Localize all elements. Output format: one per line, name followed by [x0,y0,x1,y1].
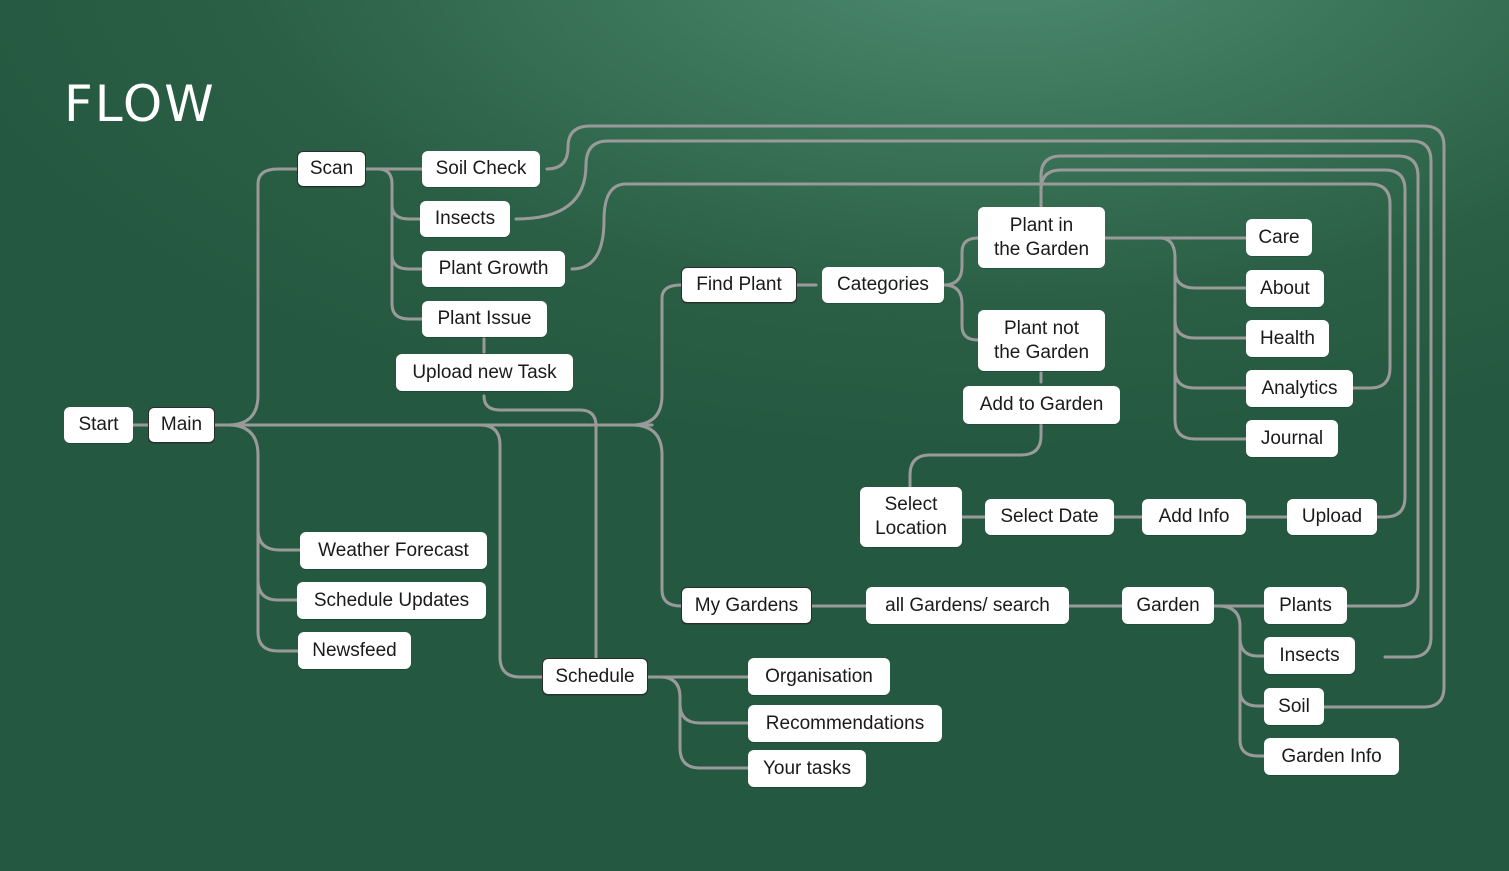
node-care[interactable]: Care [1246,219,1312,256]
node-schedule[interactable]: Schedule [542,658,648,695]
node-my-gardens[interactable]: My Gardens [681,587,812,624]
node-scan-insects[interactable]: Insects [420,201,510,237]
node-soil[interactable]: Soil [1264,688,1324,725]
node-select-date[interactable]: Select Date [985,499,1114,535]
node-analytics[interactable]: Analytics [1246,370,1353,407]
node-garden-insects[interactable]: Insects [1264,637,1355,674]
node-recommendations[interactable]: Recommendations [748,705,942,742]
node-add-to-garden[interactable]: Add to Garden [963,386,1120,424]
node-newsfeed[interactable]: Newsfeed [298,632,411,669]
node-start[interactable]: Start [64,407,133,443]
node-plant-not-garden[interactable]: Plant not the Garden [978,310,1105,371]
node-add-info[interactable]: Add Info [1142,499,1246,535]
node-select-location[interactable]: Select Location [860,487,962,547]
node-health[interactable]: Health [1246,320,1329,357]
node-soil-check[interactable]: Soil Check [422,151,540,187]
node-schedule-updates[interactable]: Schedule Updates [297,582,486,619]
node-categories[interactable]: Categories [822,267,944,303]
node-main[interactable]: Main [148,407,215,443]
node-upload-new-task[interactable]: Upload new Task [396,354,573,391]
node-plant-in-garden[interactable]: Plant in the Garden [978,207,1105,268]
node-all-gardens-search[interactable]: all Gardens/ search [866,587,1069,624]
node-organisation[interactable]: Organisation [748,658,890,695]
node-weather-forecast[interactable]: Weather Forecast [300,532,487,569]
node-your-tasks[interactable]: Your tasks [748,750,866,787]
node-about[interactable]: About [1246,270,1324,307]
diagram-title: FLOW [64,75,216,133]
node-upload[interactable]: Upload [1287,499,1377,535]
node-plant-growth[interactable]: Plant Growth [422,251,565,287]
node-find-plant[interactable]: Find Plant [681,267,797,303]
node-scan[interactable]: Scan [297,151,366,187]
node-plants[interactable]: Plants [1264,587,1347,624]
node-garden-info[interactable]: Garden Info [1264,738,1399,775]
node-garden[interactable]: Garden [1122,587,1214,624]
node-journal[interactable]: Journal [1246,420,1338,457]
node-plant-issue[interactable]: Plant Issue [422,301,547,337]
